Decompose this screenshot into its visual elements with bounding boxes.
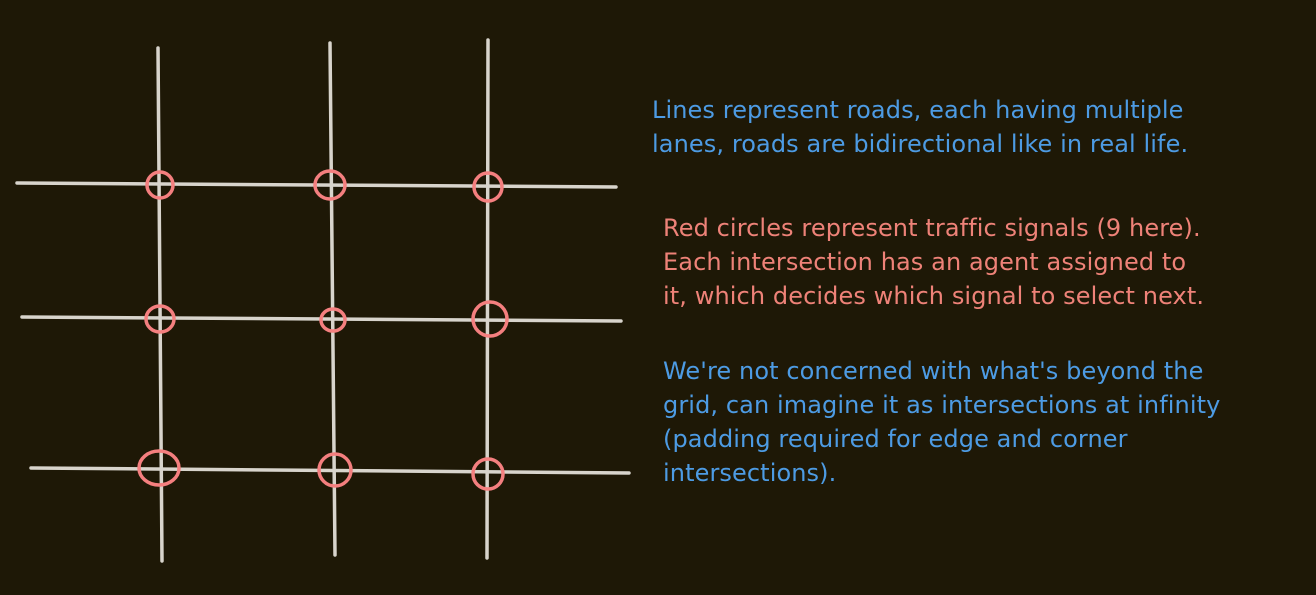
traffic-signal	[137, 449, 181, 487]
traffic-signal	[472, 171, 504, 203]
vertical-road	[485, 38, 490, 560]
roads-note-line: Lines represent roads, each having multi…	[652, 96, 1184, 124]
roads-note-line: lanes, roads are bidirectional like in r…	[652, 130, 1189, 158]
roads-note: Lines represent roads, each having multi…	[652, 93, 1188, 161]
traffic-signal	[471, 457, 505, 491]
grid-edges-note-line: We're not concerned with what's beyond t…	[663, 357, 1204, 385]
signals-note: Red circles represent traffic signals (9…	[663, 211, 1204, 313]
grid-edges-note-line: intersections).	[663, 459, 837, 487]
traffic-signal	[317, 452, 353, 488]
signals-note-line: it, which decides which signal to select…	[663, 282, 1205, 310]
traffic-signal	[145, 170, 175, 200]
traffic-signal	[471, 300, 509, 338]
horizontal-road	[29, 466, 631, 475]
traffic-signal	[144, 304, 176, 334]
vertical-road	[328, 41, 337, 557]
grid-edges-note-line: (padding required for edge and corner	[663, 425, 1128, 453]
signals-note-line: Red circles represent traffic signals (9…	[663, 214, 1201, 242]
traffic-signals	[137, 169, 509, 491]
signals-note-line: Each intersection has an agent assigned …	[663, 248, 1187, 276]
grid-edges-note-line: grid, can imagine it as intersections at…	[663, 391, 1221, 419]
traffic-signal	[319, 307, 347, 333]
grid-edges-note: We're not concerned with what's beyond t…	[663, 354, 1220, 490]
traffic-signal	[313, 169, 347, 201]
